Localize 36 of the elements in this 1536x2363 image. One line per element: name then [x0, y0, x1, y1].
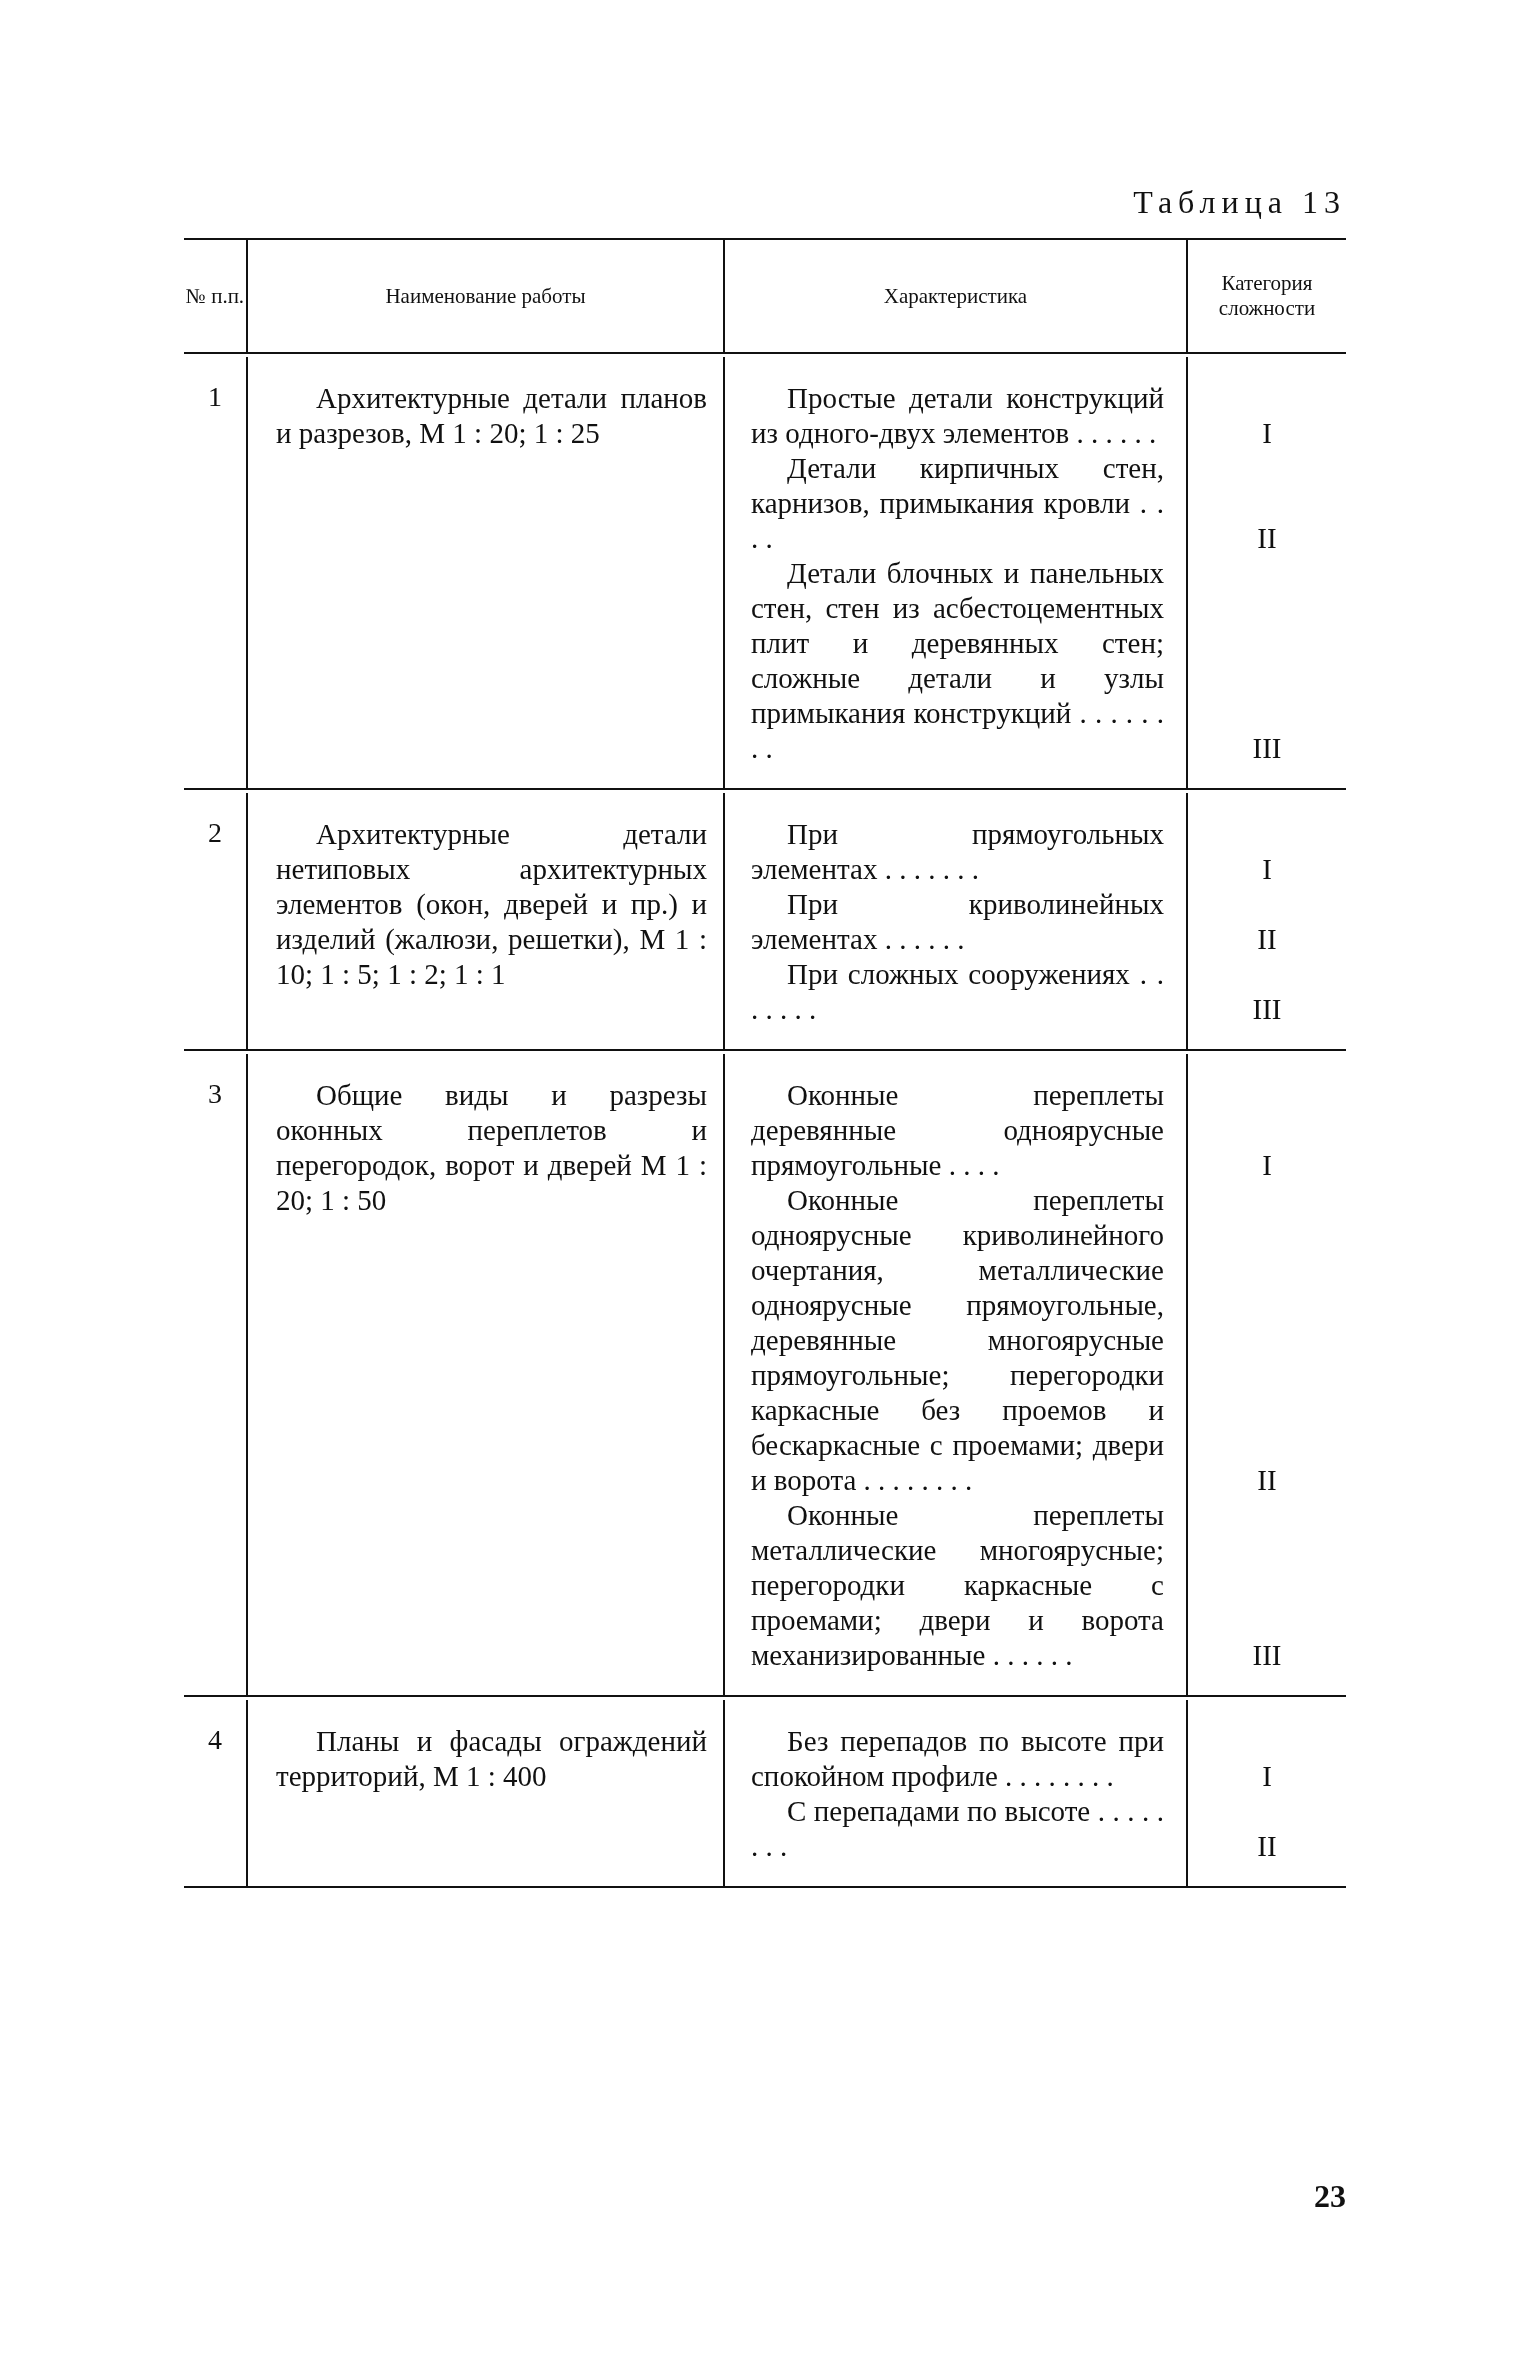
category-value: I: [1262, 1148, 1272, 1183]
category-value: I: [1262, 1759, 1272, 1794]
characteristic-text: Детали кирпичных стен, карнизов, примыкания кровли . . . .: [723, 451, 1186, 556]
category-value: II: [1257, 1829, 1277, 1864]
category-value: I: [1262, 852, 1272, 887]
row-number: 4: [207, 1723, 223, 1756]
work-name: Архитектурные детали планов и разрезов, М 1 : 20; 1 : 25: [275, 381, 708, 451]
category-value: III: [1252, 1638, 1282, 1673]
category-value: I: [1262, 416, 1272, 451]
work-name: Общие виды и разрезы оконных переплетов и перегородок, ворот и дверей М 1 : 20; 1 : 50: [275, 1078, 708, 1218]
row-number: 3: [207, 1077, 223, 1110]
category-value: II: [1257, 922, 1277, 957]
work-name: Планы и фасады ограждений территорий, М 1 : 400: [275, 1724, 708, 1794]
characteristic-text: При прямоугольных элементах . . . . . . .: [723, 793, 1186, 887]
work-name: Архитектурные детали нетиповых архитектурных элементов (окон, дверей и пр.) и изделий (жалюзи, решетки), М 1 : 10; 1 : 5; 1 : 2; 1 : 1: [275, 817, 708, 992]
table-title: Таблица 13: [1133, 184, 1346, 221]
characteristic-text: Оконные переплеты металлические многоярусные; перегородки каркасные с проемами; двери и ворота механизированные . . . . . .: [723, 1498, 1186, 1673]
column-header: Категория сложности: [1217, 271, 1317, 321]
characteristic-text: Без перепадов по высоте при спокойном профиле . . . . . . . .: [723, 1700, 1186, 1794]
row-number: 1: [207, 380, 223, 413]
column-header: № п.п.: [185, 283, 245, 309]
characteristic-text: С перепадами по высоте . . . . . . . .: [723, 1794, 1186, 1864]
characteristic-text: При сложных сооружениях . . . . . . .: [723, 957, 1186, 1027]
column-header: Характеристика: [883, 283, 1028, 309]
row-number: 2: [207, 816, 223, 849]
page-number: 23: [1314, 2178, 1346, 2215]
characteristic-text: Детали блочных и панельных стен, стен из асбестоцементных плит и деревянных стен; сложные детали и узлы примыкания конструкций . . . . . . . .: [723, 556, 1186, 766]
category-value: III: [1252, 992, 1282, 1027]
category-value: III: [1252, 731, 1282, 766]
column-header: Наименование работы: [385, 283, 586, 309]
characteristic-text: При криволинейных элементах . . . . . .: [723, 887, 1186, 957]
category-value: II: [1257, 521, 1277, 556]
characteristic-text: Оконные переплеты деревянные одноярусные прямоугольные . . . .: [723, 1054, 1186, 1183]
category-value: II: [1257, 1463, 1277, 1498]
characteristic-text: Простые детали конструкций из одного-двух элементов . . . . . .: [723, 357, 1186, 451]
characteristic-text: Оконные переплеты одноярусные криволинейного очертания, металлические одноярусные прямоугольные, деревянные многоярусные прямоугольные; перегородки каркасные без проемов и бескаркасные с проемами; двери и ворота . . . . . . . .: [723, 1183, 1186, 1498]
